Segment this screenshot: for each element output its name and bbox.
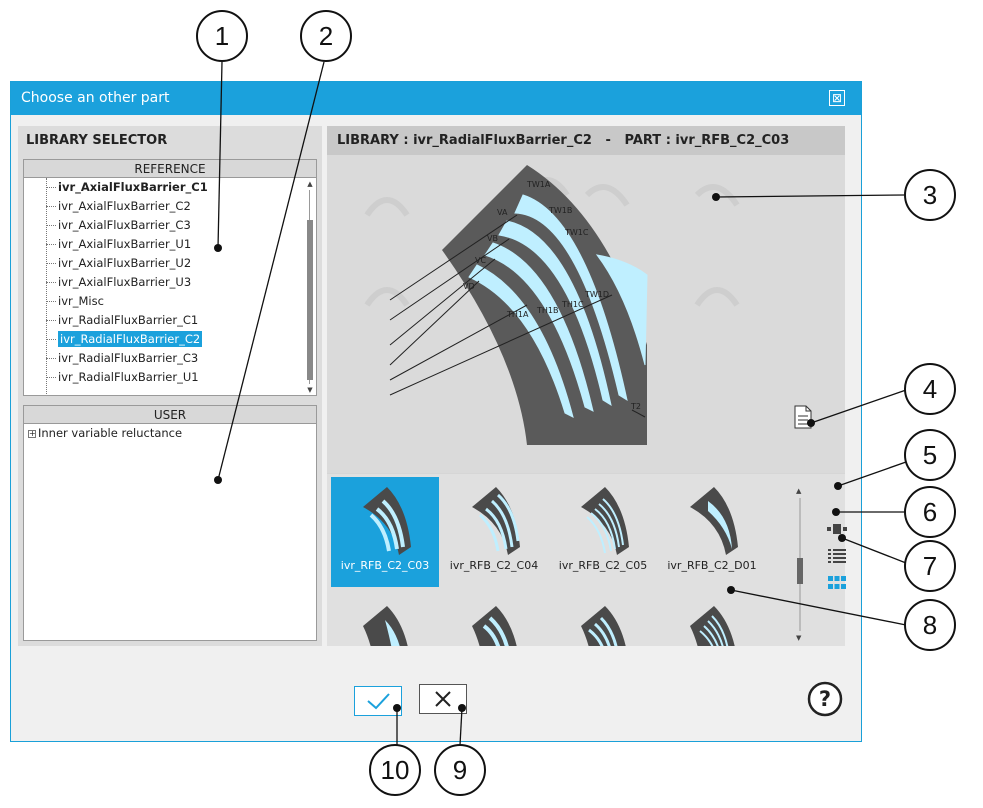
- scroll-up-icon[interactable]: ▲: [307, 180, 313, 188]
- callout-10: 10: [369, 744, 421, 796]
- tree-item[interactable]: ivr_RadialFluxBarrier_U1: [42, 368, 316, 387]
- dim-label: TH1C: [561, 300, 584, 309]
- part-drawing-area: VA VB VC VD TW1A TW1B TW1C TW1D TH1A TH1…: [327, 155, 845, 473]
- reference-tree: ivr_AxialFluxBarrier_C1 ivr_AxialFluxBar…: [24, 178, 316, 395]
- callout-1: 1: [196, 10, 248, 62]
- tree-item[interactable]: ivr_RadialFluxBarrier_C3: [42, 349, 316, 368]
- tree-item[interactable]: ivr_AxialFluxBarrier_C2: [42, 197, 316, 216]
- callout-2: 2: [300, 10, 352, 62]
- reference-tree-box: REFERENCE ivr_AxialFluxBarrier_C1 ivr_Ax…: [23, 159, 317, 396]
- tree-item[interactable]: ivr_AxialFluxBarrier_C1: [42, 178, 316, 197]
- preview-header: LIBRARY : ivr_RadialFluxBarrier_C2 - PAR…: [327, 126, 845, 155]
- tree-item-selected[interactable]: ivr_RadialFluxBarrier_C2: [42, 330, 316, 349]
- callout-6: 6: [904, 486, 956, 538]
- tree-item[interactable]: ivr_AxialFluxBarrier_U1: [42, 235, 316, 254]
- part-thumbnail[interactable]: ivr_RFB_C2_C04: [440, 477, 548, 587]
- dim-label: T2: [630, 402, 641, 411]
- tree-connector: [46, 178, 47, 395]
- svg-text:▲: ▲: [796, 487, 802, 495]
- user-tree-item[interactable]: +Inner variable reluctance: [28, 426, 183, 440]
- tree-item[interactable]: ivr_AxialFluxBarrier_U3: [42, 273, 316, 292]
- scroll-down-icon[interactable]: ▼: [307, 386, 313, 394]
- tree-item[interactable]: ivr_Misc: [42, 292, 316, 311]
- part-thumbnail[interactable]: ivr_RFB_C2_D01: [658, 477, 766, 587]
- dialog-titlebar: Choose an other part ⊠: [11, 82, 861, 115]
- dim-label: TW1B: [548, 206, 572, 215]
- reference-scrollbar[interactable]: ▲ ▼: [305, 180, 315, 394]
- part-thumbnail-label: ivr_RFB_C2_C04: [449, 559, 539, 572]
- svg-text:▼: ▼: [796, 634, 802, 641]
- expand-icon[interactable]: +: [28, 428, 36, 438]
- parts-thumbnail-list: ivr_RFB_C2_C03 ivr_RFB_C2_C04 ivr_RFB_C2…: [327, 474, 845, 646]
- grid-view-icon[interactable]: [828, 575, 846, 595]
- close-icon: [435, 691, 451, 707]
- callout-5: 5: [904, 429, 956, 481]
- callout-3: 3: [904, 169, 956, 221]
- dim-label: TW1C: [564, 228, 589, 237]
- callout-4: 4: [904, 363, 956, 415]
- part-thumbnail[interactable]: ivr_RFB_C2_C05: [549, 477, 657, 587]
- choose-part-dialog: Choose an other part ⊠ LIBRARY SELECTOR …: [10, 81, 862, 742]
- part-thumbnail[interactable]: [331, 596, 439, 646]
- tree-item[interactable]: ivr_RadialFluxBarrier_C1: [42, 311, 316, 330]
- dim-label: VB: [487, 234, 498, 243]
- dim-label: TW1A: [526, 180, 551, 189]
- tree-item[interactable]: ivr_AxialFluxBarrier_U2: [42, 254, 316, 273]
- document-icon[interactable]: [793, 405, 813, 433]
- svg-text:?: ?: [819, 687, 831, 711]
- dim-label: TH1B: [536, 306, 558, 315]
- callout-8: 8: [904, 599, 956, 651]
- user-tree-box: USER +Inner variable reluctance: [23, 405, 317, 641]
- compact-view-icon[interactable]: [827, 521, 847, 540]
- tree-item[interactable]: ivr_AxialFluxBarrier_C3: [42, 216, 316, 235]
- scroll-thumb[interactable]: [307, 220, 313, 380]
- close-icon[interactable]: ⊠: [829, 90, 845, 106]
- part-thumbnail[interactable]: [549, 596, 657, 646]
- part-thumbnail-label: ivr_RFB_C2_C05: [558, 559, 648, 572]
- part-drawing: VA VB VC VD TW1A TW1B TW1C TW1D TH1A TH1…: [364, 165, 740, 445]
- part-thumbnail-selected[interactable]: ivr_RFB_C2_C03: [331, 477, 439, 587]
- ok-button[interactable]: [354, 686, 402, 716]
- dim-label: TH1A: [506, 310, 529, 319]
- callout-9: 9: [434, 744, 486, 796]
- dialog-title: Choose an other part: [21, 90, 170, 106]
- user-header: USER: [24, 406, 316, 424]
- dim-label: TW1D: [584, 290, 609, 299]
- help-button[interactable]: ?: [807, 681, 843, 717]
- library-selector-panel: LIBRARY SELECTOR REFERENCE ivr_AxialFlux…: [18, 126, 322, 646]
- reference-header: REFERENCE: [24, 160, 316, 178]
- part-thumbnail-label: ivr_RFB_C2_C03: [340, 559, 430, 572]
- list-view-icon[interactable]: [828, 548, 846, 568]
- callout-7: 7: [904, 540, 956, 592]
- part-thumbnail[interactable]: [658, 596, 766, 646]
- library-selector-heading: LIBRARY SELECTOR: [26, 133, 168, 148]
- part-thumbnail[interactable]: [440, 596, 548, 646]
- check-icon: [367, 693, 390, 710]
- help-icon: ?: [807, 681, 843, 717]
- parts-scrollbar[interactable]: ▲▼: [795, 486, 805, 642]
- dim-label: VC: [475, 256, 486, 265]
- part-preview-panel: LIBRARY : ivr_RadialFluxBarrier_C2 - PAR…: [327, 126, 847, 646]
- dim-label: VA: [497, 208, 508, 217]
- part-thumbnail-label: ivr_RFB_C2_D01: [667, 559, 757, 572]
- dim-label: VD: [463, 282, 475, 291]
